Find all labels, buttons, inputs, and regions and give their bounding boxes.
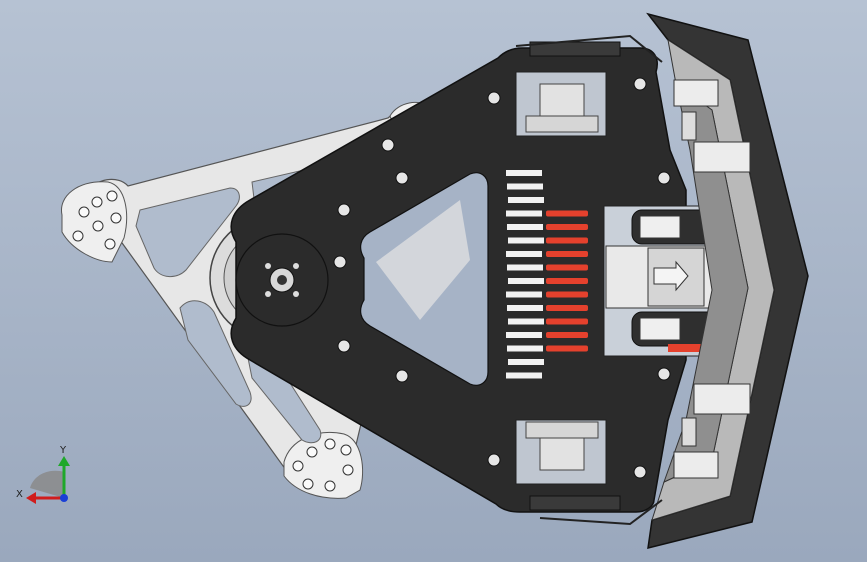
wire-guard-bottom: [539, 499, 663, 526]
frame-cutout-1: [135, 187, 240, 277]
hinge-bracket: [681, 417, 697, 447]
hub-bolt: [293, 263, 299, 269]
hub-bolt: [293, 291, 299, 297]
hub-bolt: [265, 291, 271, 297]
pulley-teeth: [525, 421, 599, 439]
red-slot: [546, 251, 588, 257]
hinge-bracket: [673, 79, 719, 107]
frame-bolt: [292, 460, 304, 472]
plate-bolt: [487, 453, 501, 467]
white-slot: [506, 210, 542, 217]
frame-bolt: [302, 478, 314, 490]
frame-cutout-3: [179, 300, 252, 407]
frame-bolt: [110, 212, 122, 224]
white-slot-group: [506, 170, 544, 379]
red-slot: [546, 278, 588, 284]
white-slot: [508, 237, 544, 244]
slot-panel: [494, 162, 604, 390]
red-slot-group: [546, 210, 588, 352]
pulley-teeth: [525, 115, 599, 133]
white-slot: [507, 264, 543, 271]
white-slot: [506, 291, 542, 298]
arrow-marker: [653, 260, 689, 292]
plate-bolt: [657, 171, 671, 185]
hinge-bracket: [693, 141, 751, 173]
white-slot: [508, 278, 544, 284]
red-slot: [546, 305, 588, 311]
plate-bolt: [487, 91, 501, 105]
frame-bolt: [340, 444, 352, 456]
white-slot: [506, 170, 542, 176]
wedge-hinge-group: [673, 79, 751, 479]
frame-bolt: [92, 220, 104, 232]
white-slot: [508, 197, 544, 203]
red-accent: [668, 344, 724, 352]
pulley-bracket: [529, 41, 621, 57]
wire-guards: [515, 34, 663, 526]
plate-bolt: [395, 369, 409, 383]
white-slot: [506, 251, 542, 257]
white-slot: [507, 183, 543, 190]
frame-bolt: [106, 190, 118, 202]
pulley-bracket: [529, 495, 621, 511]
frame-bolt: [342, 464, 354, 476]
red-slot: [546, 332, 588, 338]
frame-bolt: [324, 480, 336, 492]
wheel-bottom-hub: [639, 317, 681, 341]
hub-cap: [235, 233, 329, 327]
red-slot: [546, 291, 588, 298]
hub-center-hole: [277, 275, 287, 285]
wheel-top-hub: [639, 215, 681, 239]
red-slot: [546, 237, 588, 244]
frame-bolt: [78, 206, 90, 218]
hinge-bracket: [693, 383, 751, 415]
z-axis-dot: [60, 494, 68, 502]
plate-bolt: [337, 339, 351, 353]
plate-bolt-group: [333, 77, 671, 479]
plate-bolt: [395, 171, 409, 185]
hinge-bracket: [681, 111, 697, 141]
white-slot: [506, 332, 542, 338]
hub-bolt: [265, 263, 271, 269]
red-slot: [546, 210, 588, 217]
red-slot: [546, 264, 588, 271]
hinge-bracket: [673, 451, 719, 479]
white-slot: [508, 359, 544, 365]
white-slot: [506, 372, 542, 379]
white-slot: [508, 318, 544, 325]
x-axis-arrow: [26, 492, 36, 504]
frame-bolt: [306, 446, 318, 458]
plate-bolt: [633, 465, 647, 479]
red-slot: [546, 318, 588, 325]
frame-bolt: [104, 238, 116, 250]
white-slot: [507, 305, 543, 311]
plate-bolt: [333, 255, 347, 269]
x-axis-label: X: [16, 489, 23, 500]
frame-bolt: [324, 438, 336, 450]
red-slot: [546, 224, 588, 230]
plate-bolt: [633, 77, 647, 91]
plate-bolt: [381, 138, 395, 152]
plate-bolt: [657, 367, 671, 381]
center-slot-grid: [494, 162, 604, 390]
y-axis-arrow: [58, 456, 70, 466]
white-slot: [507, 345, 543, 352]
y-axis-label: Y: [59, 445, 67, 456]
axis-triad: Y X: [16, 445, 70, 504]
wire-guard-top: [515, 34, 663, 63]
red-slot: [546, 345, 588, 352]
white-slot: [507, 224, 543, 230]
bottom-pulley: [515, 419, 621, 511]
frame-bolt: [72, 230, 84, 242]
frame-through-cutout: [376, 200, 470, 320]
frame-bolt: [91, 196, 103, 208]
top-pulley: [515, 41, 621, 137]
triad-base: [30, 470, 64, 498]
plate-bolt: [337, 203, 351, 217]
